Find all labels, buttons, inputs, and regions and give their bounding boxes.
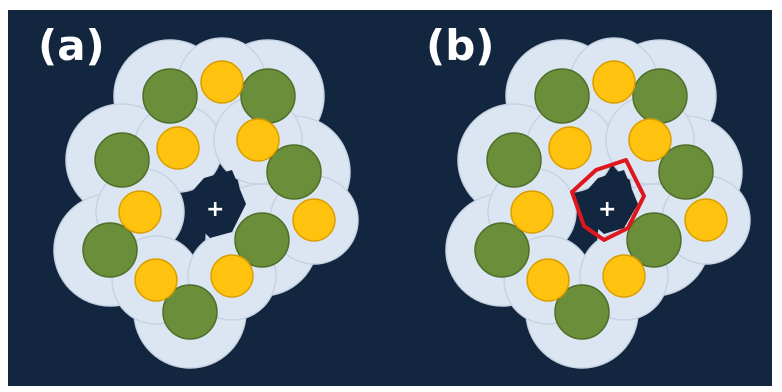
green-atom: [162, 284, 218, 340]
yellow-atom: [602, 254, 646, 298]
green-atom: [240, 68, 296, 124]
green-atom: [474, 222, 530, 278]
yellow-atom: [118, 190, 162, 234]
yellow-atom: [236, 118, 280, 162]
green-atom: [266, 144, 322, 200]
panel-a-center-marker: +: [206, 197, 224, 222]
yellow-atom: [548, 126, 592, 170]
green-atom: [234, 212, 290, 268]
yellow-atom: [292, 198, 336, 242]
panel-a-label: (a): [38, 21, 105, 70]
green-atom: [82, 222, 138, 278]
yellow-atom: [592, 60, 636, 104]
green-atom: [658, 144, 714, 200]
yellow-atom: [134, 258, 178, 302]
green-atom: [486, 132, 542, 188]
central-cavity: [582, 170, 638, 234]
central-cavity: [188, 170, 246, 238]
yellow-atom: [210, 254, 254, 298]
cavity-outline: [570, 158, 646, 242]
yellow-atom: [200, 60, 244, 104]
green-atom: [94, 132, 150, 188]
yellow-atom: [628, 118, 672, 162]
panel-b-center-marker: +: [598, 197, 616, 222]
atom-layer-a: [82, 60, 336, 340]
green-atom: [626, 212, 682, 268]
atom-layer-b: [474, 60, 728, 340]
green-atom: [534, 68, 590, 124]
yellow-atom: [526, 258, 570, 302]
yellow-atom: [684, 198, 728, 242]
green-atom: [554, 284, 610, 340]
panel-b-label: (b): [426, 21, 494, 70]
panel-b: (b) +: [426, 21, 751, 369]
green-atom: [632, 68, 688, 124]
green-atom: [142, 68, 198, 124]
yellow-atom: [510, 190, 554, 234]
yellow-atom: [156, 126, 200, 170]
panel-a: (a) +: [38, 21, 359, 369]
